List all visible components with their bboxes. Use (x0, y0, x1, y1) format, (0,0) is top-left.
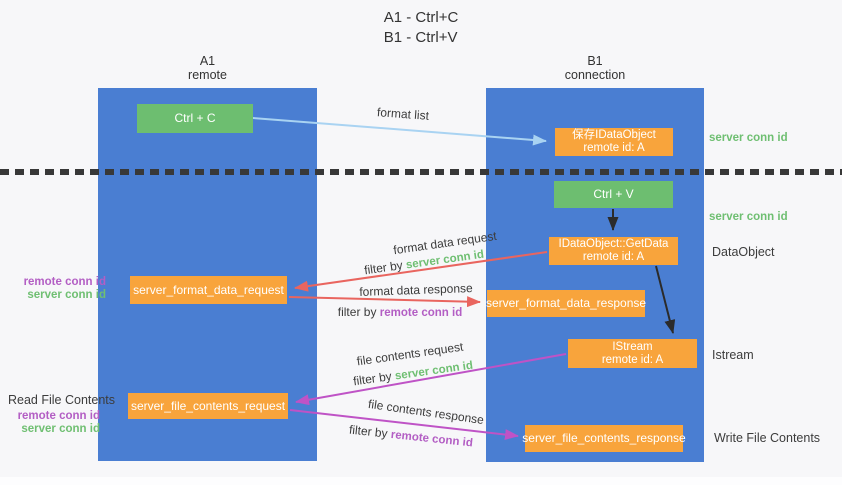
label-server-conn-id-mid-right: server conn id (709, 211, 788, 223)
dotted-separator-line (0, 169, 842, 175)
label-server-conn-id-left-bottom: server conn id (21, 423, 100, 435)
node-server-file-contents-request: server_file_contents_request (128, 393, 288, 419)
lifeline-a1-id: A1 (199, 54, 216, 68)
lifeline-header-a1: A1 remote (98, 54, 317, 82)
title-line-1: A1 - Ctrl+C (383, 9, 459, 26)
node-server-format-data-request-label: server_format_data_request (133, 282, 284, 297)
server-conn-id-text: server conn id (394, 359, 474, 383)
node-save-idataobject-line1: 保存IDataObject (572, 129, 656, 141)
bottom-strip (0, 477, 842, 485)
node-ctrl-v: Ctrl + V (554, 181, 673, 208)
lifeline-header-b1: B1 connection (486, 54, 704, 82)
title-line-2: B1 - Ctrl+V (383, 29, 458, 46)
node-save-idataobject: 保存IDataObject remote id: A (555, 128, 673, 156)
node-server-file-contents-response: server_file_contents_response (522, 425, 686, 452)
remote-conn-id-text: remote conn id (379, 307, 463, 319)
node-ctrl-c-label: Ctrl + C (174, 111, 216, 125)
label-remote-conn-id-left-top: remote conn id (23, 276, 106, 288)
filter-by-text: filter by (337, 305, 377, 319)
remote-conn-id-text: remote conn id (390, 428, 474, 450)
node-idataobject-getdata-line1: IDataObject::GetData (558, 238, 669, 250)
lifeline-b1-label: connection (564, 68, 626, 82)
label-write-file-contents: Write File Contents (714, 431, 821, 445)
node-istream-line2: remote id: A (601, 353, 664, 366)
node-istream-line1: IStream (612, 340, 653, 353)
edge-label-format-list: format list (376, 105, 430, 123)
left-conn-id-block-bottom: remote conn id server conn id (0, 410, 100, 436)
node-ctrl-v-label: Ctrl + V (593, 187, 634, 201)
node-istream: IStream remote id: A (568, 339, 697, 368)
filter-by-text: filter by (352, 369, 393, 389)
node-server-format-data-response: server_format_data_response (485, 290, 647, 317)
label-istream: Istream (712, 348, 754, 362)
node-save-idataobject-line2: remote id: A (583, 142, 645, 154)
lifeline-a1-label: remote (188, 68, 227, 82)
label-server-conn-id-top-right: server conn id (709, 132, 788, 144)
node-server-format-data-request: server_format_data_request (130, 276, 287, 304)
label-remote-conn-id-left-bottom: remote conn id (17, 410, 100, 422)
label-server-conn-id-left-top: server conn id (27, 289, 106, 301)
node-server-file-contents-request-label: server_file_contents_request (130, 398, 286, 413)
node-ctrl-c: Ctrl + C (137, 104, 253, 133)
node-idataobject-getdata: IDataObject::GetData remote id: A (549, 237, 678, 265)
node-idataobject-getdata-line2: remote id: A (582, 251, 645, 263)
lifeline-b1-id: B1 (587, 54, 603, 68)
label-read-file-contents: Read File Contents (8, 393, 116, 407)
filter-by-text: filter by (363, 258, 404, 278)
node-server-file-contents-response-label: server_file_contents_response (522, 431, 686, 445)
left-conn-id-block-top: remote conn id server conn id (0, 276, 106, 302)
node-server-format-data-response-label: server_format_data_response (485, 296, 647, 310)
edge-label-format-data-response: format data response (359, 281, 473, 299)
filter-by-text: filter by (348, 422, 389, 441)
edge-label-filter-by-remote-2: filter by remote conn id (348, 423, 473, 450)
label-dataobject: DataObject (712, 245, 775, 259)
edge-label-filter-by-remote-1: filter by remote conn id (338, 305, 462, 319)
edge-label-file-contents-response: file contents response (367, 396, 485, 428)
diagram-title: A1 - Ctrl+C B1 - Ctrl+V (0, 8, 842, 48)
